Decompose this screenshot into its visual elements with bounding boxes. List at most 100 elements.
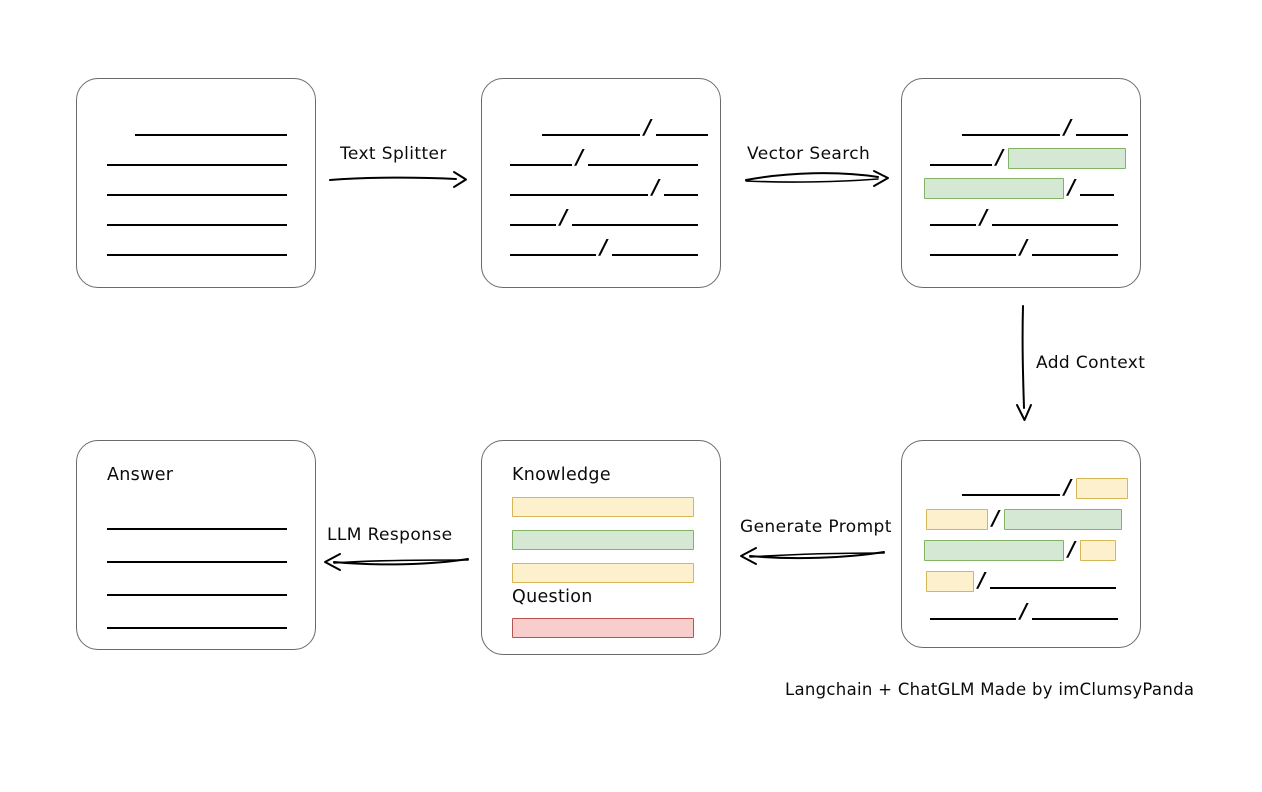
- line-rule: [510, 254, 596, 256]
- document-line: /: [962, 475, 1129, 499]
- document-line: /: [924, 175, 1115, 199]
- document-line: [107, 511, 287, 533]
- card-source-document[interactable]: [76, 78, 316, 288]
- highlight-chip-yellow: [926, 570, 974, 592]
- document-line: /: [926, 568, 1117, 592]
- line-slash: /: [644, 115, 652, 139]
- highlight-chip-green: [1008, 147, 1127, 169]
- document-line: /: [510, 145, 699, 169]
- line-rule: [107, 561, 287, 563]
- line-rule: [1080, 194, 1115, 196]
- document-line: [107, 610, 287, 632]
- line-rule: [1032, 618, 1119, 620]
- document-line: /: [930, 145, 1127, 169]
- document-line: [107, 177, 287, 199]
- document-line: /: [510, 175, 699, 199]
- question-label: Question: [512, 587, 593, 607]
- knowledge-bar-2: [512, 530, 694, 550]
- document-line: [107, 207, 287, 229]
- line-slash: /: [600, 235, 608, 259]
- line-slash: /: [1068, 175, 1076, 199]
- line-rule: [990, 587, 1117, 589]
- highlight-chip-green: [1004, 508, 1123, 530]
- line-slash: /: [576, 145, 584, 169]
- line-rule: [510, 194, 648, 196]
- line-slash: /: [978, 568, 986, 592]
- line-rule: [656, 134, 709, 136]
- line-rule: [962, 134, 1060, 136]
- line-rule: [588, 164, 699, 166]
- line-slash: /: [1020, 235, 1028, 259]
- edge-label-vector-search: Vector Search: [747, 144, 871, 164]
- line-rule: [107, 627, 287, 629]
- card-context-chunks[interactable]: / / / / /: [901, 440, 1141, 648]
- knowledge-label: Knowledge: [512, 465, 611, 485]
- line-slash: /: [560, 205, 568, 229]
- line-rule: [1076, 134, 1129, 136]
- line-rule: [1032, 254, 1119, 256]
- answer-title: Answer: [107, 465, 174, 485]
- knowledge-bar-1: [512, 497, 694, 517]
- highlight-chip-yellow: [926, 508, 988, 530]
- edge-arrow-llm-response: [324, 553, 469, 571]
- highlight-chip-green: [924, 539, 1064, 561]
- footer-credit: Langchain + ChatGLM Made by imClumsyPand…: [785, 680, 1195, 699]
- line-rule: [930, 164, 992, 166]
- line-rule: [572, 224, 699, 226]
- line-slash: /: [980, 205, 988, 229]
- document-line: [107, 147, 287, 169]
- card-matched-chunks[interactable]: / / / / /: [901, 78, 1141, 288]
- line-rule: [510, 164, 572, 166]
- line-rule: [135, 134, 287, 136]
- line-rule: [107, 528, 287, 530]
- line-rule: [664, 194, 699, 196]
- line-rule: [510, 224, 556, 226]
- question-bar-1: [512, 618, 694, 638]
- edge-label-llm-response: LLM Response: [327, 525, 453, 545]
- line-slash: /: [1020, 599, 1028, 623]
- line-slash: /: [992, 506, 1000, 530]
- line-rule: [542, 134, 640, 136]
- edge-label-text-splitter: Text Splitter: [340, 144, 447, 164]
- card-prompt[interactable]: Knowledge Question: [481, 440, 721, 655]
- document-line: /: [510, 205, 699, 229]
- highlight-chip-green: [924, 177, 1064, 199]
- line-rule: [107, 194, 287, 196]
- document-line: /: [926, 506, 1123, 530]
- edge-arrow-add-context: [1016, 305, 1032, 421]
- highlight-chip-yellow: [1080, 539, 1117, 561]
- line-slash: /: [996, 145, 1004, 169]
- document-line: [107, 237, 287, 259]
- line-rule: [107, 254, 287, 256]
- highlight-chip-yellow: [1076, 477, 1129, 499]
- edge-label-generate-prompt: Generate Prompt: [740, 517, 892, 537]
- document-line: /: [930, 235, 1119, 259]
- card-split-chunks[interactable]: / / / / /: [481, 78, 721, 288]
- document-line: [107, 544, 287, 566]
- document-line: /: [930, 599, 1119, 623]
- line-slash: /: [1068, 537, 1076, 561]
- edge-arrow-text-splitter: [329, 171, 467, 188]
- line-rule: [107, 164, 287, 166]
- document-line: [135, 117, 287, 139]
- line-rule: [962, 494, 1060, 496]
- line-rule: [612, 254, 699, 256]
- knowledge-bar-3: [512, 563, 694, 583]
- card-answer[interactable]: Answer: [76, 440, 316, 650]
- line-slash: /: [1064, 475, 1072, 499]
- line-rule: [930, 254, 1016, 256]
- line-rule: [930, 618, 1016, 620]
- line-slash: /: [1064, 115, 1072, 139]
- document-line: [107, 577, 287, 599]
- edge-label-add-context: Add Context: [1036, 353, 1146, 373]
- document-line: /: [510, 235, 699, 259]
- edge-arrow-generate-prompt: [740, 547, 885, 565]
- line-rule: [930, 224, 976, 226]
- line-rule: [992, 224, 1119, 226]
- document-line: /: [924, 537, 1117, 561]
- document-line: /: [962, 115, 1129, 139]
- document-line: /: [930, 205, 1119, 229]
- edge-arrow-vector-search: [745, 170, 889, 187]
- line-slash: /: [652, 175, 660, 199]
